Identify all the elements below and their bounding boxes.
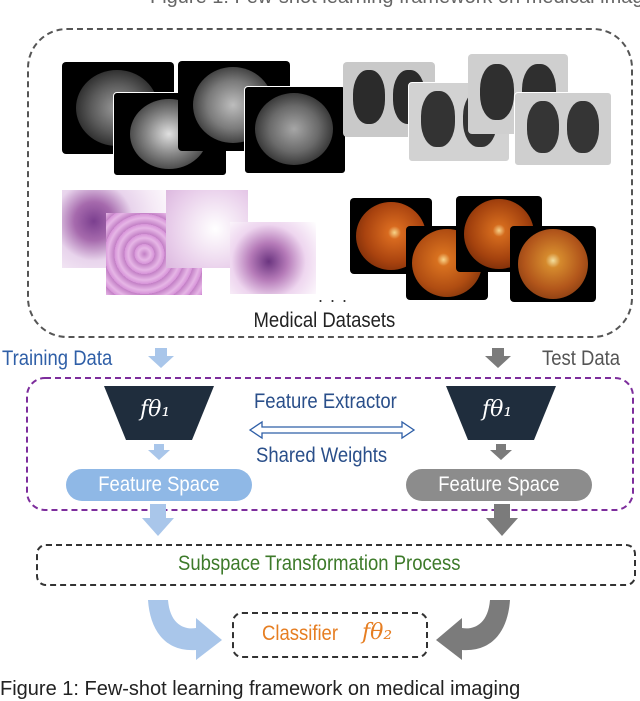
subspace-transformation-label: Subspace Transformation Process (178, 552, 461, 575)
fundus-image (510, 226, 596, 302)
bottom-caption: Figure 1: Few-shot learning framework on… (0, 678, 521, 700)
datasets-label: Medical Datasets (250, 309, 399, 333)
encoder-right-symbol: fθ₁ (482, 397, 513, 422)
feature-extractor-label: Feature Extractor (254, 390, 397, 413)
right-curved-arrow (436, 600, 510, 660)
classifier-symbol: fθ₂ (362, 620, 393, 645)
left-curved-arrow (148, 600, 222, 660)
test-down-arrow (485, 348, 511, 368)
subspace-transformation-box (36, 544, 636, 586)
shared-weights-arrow (248, 420, 416, 440)
right-small-arrow (490, 444, 512, 460)
left-small-arrow (148, 444, 170, 460)
classifier-label: Classifier (262, 622, 338, 645)
histology-image (230, 222, 316, 294)
right-subspace-arrow (486, 504, 518, 536)
feature-space-right: Feature Space (406, 469, 592, 501)
encoder-right-shape (446, 386, 556, 440)
feature-space-left: Feature Space (66, 469, 252, 501)
top-caption-fragment: Figure 1: Few-shot learning framework on… (150, 0, 640, 9)
classifier-box (232, 612, 428, 658)
training-data-label: Training Data (2, 347, 113, 370)
test-data-label: Test Data (542, 347, 621, 370)
datasets-container (27, 28, 633, 338)
encoder-left-shape (104, 386, 214, 440)
left-subspace-arrow (142, 504, 174, 536)
shared-weights-label: Shared Weights (256, 444, 388, 467)
encoder-left-symbol: fθ₁ (140, 397, 171, 422)
lung-ct-image (514, 92, 612, 166)
feature-extractor-container (26, 377, 634, 511)
datasets-ellipsis: . . . (318, 286, 349, 306)
training-down-arrow (148, 348, 174, 368)
